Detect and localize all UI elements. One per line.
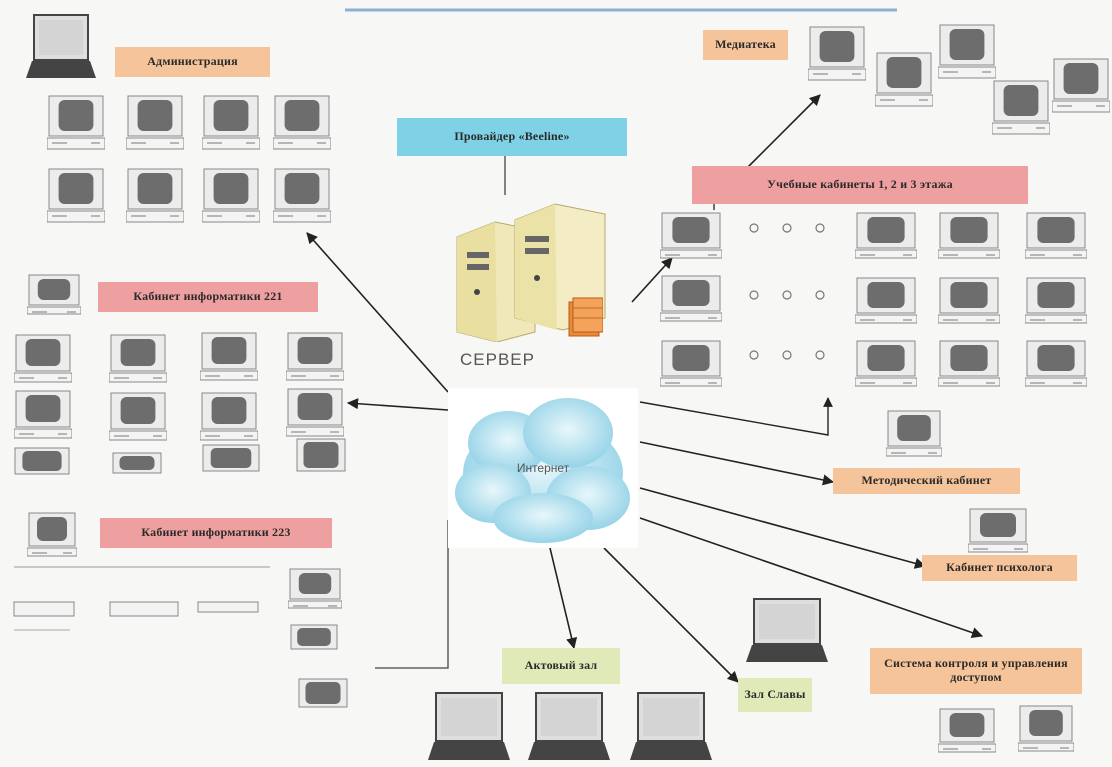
internet-cloud-icon: Интернет <box>455 398 630 543</box>
desktop-computer-icon <box>13 390 73 445</box>
desktop-computer-icon <box>854 340 918 393</box>
internet-label: Интернет <box>517 461 570 475</box>
link-classrooms-media <box>744 94 821 171</box>
desktop-computer-icon <box>199 392 259 447</box>
label-psychologist: Кабинет психолога <box>922 555 1077 581</box>
laptop-icon <box>528 692 610 767</box>
classroom-ellipsis <box>749 223 825 360</box>
informatics-223-devices <box>13 566 270 631</box>
link-internet-hall-glory <box>603 547 739 683</box>
label-hall-glory: Зал Славы <box>738 678 812 712</box>
link-internet-classrooms-right <box>639 397 833 436</box>
desktop-computer-icon <box>937 340 1001 393</box>
desktop-computer-icon <box>874 52 934 113</box>
desktop-computer-icon <box>290 624 338 655</box>
desktop-computer-icon <box>14 447 70 480</box>
desktop-computer-icon <box>287 568 343 615</box>
server-group <box>455 192 630 343</box>
desktop-computer-icon <box>298 678 348 713</box>
desktop-computer-icon <box>201 168 261 229</box>
desktop-computer-icon <box>125 95 185 156</box>
desktop-computer-icon <box>285 388 345 443</box>
desktop-computer-icon <box>991 80 1051 141</box>
server-icon <box>456 203 606 343</box>
desktop-computer-icon <box>26 274 82 321</box>
desktop-computer-icon <box>13 334 73 389</box>
desktop-computer-icon <box>296 438 346 477</box>
desktop-computer-icon <box>854 212 918 265</box>
desktop-computer-icon <box>199 332 259 387</box>
label-informatics-221: Кабинет информатики 221 <box>98 282 318 312</box>
desktop-computer-icon <box>854 277 918 330</box>
label-classrooms: Учебные кабинеты 1, 2 и 3 этажа <box>692 166 1028 204</box>
label-media: Медиатека <box>703 30 788 60</box>
desktop-computer-icon <box>1017 705 1075 758</box>
label-provider: Провайдер «Beeline» <box>397 118 627 156</box>
link-internet-methodical <box>639 441 835 486</box>
desktop-computer-icon <box>937 277 1001 330</box>
desktop-computer-icon <box>659 212 723 265</box>
desktop-computer-icon <box>285 332 345 387</box>
desktop-computer-icon <box>937 708 997 759</box>
desktop-computer-icon <box>46 168 106 229</box>
link-server-classrooms <box>631 257 673 303</box>
desktop-computer-icon <box>46 95 106 156</box>
desktop-computer-icon <box>967 508 1029 559</box>
desktop-computer-icon <box>108 334 168 389</box>
desktop-computer-icon <box>272 95 332 156</box>
desktop-computer-icon <box>125 168 185 229</box>
link-internet-access-control <box>639 517 984 639</box>
desktop-computer-icon <box>26 512 78 563</box>
link-internet-informatics-223 <box>375 520 449 669</box>
desktop-computer-icon <box>202 444 260 477</box>
desktop-computer-icon <box>272 168 332 229</box>
internet-cloud: Интернет <box>448 388 638 548</box>
desktop-computer-icon <box>1051 58 1111 119</box>
label-administration: Администрация <box>115 47 270 77</box>
desktop-computer-icon <box>1024 212 1088 265</box>
label-informatics-223: Кабинет информатики 223 <box>100 518 332 548</box>
label-assembly-hall: Актовый зал <box>502 648 620 684</box>
desktop-computer-icon <box>937 24 997 85</box>
server-label: СЕРВЕР <box>460 350 535 369</box>
desktop-computer-icon <box>659 340 723 393</box>
link-internet-assembly-hall <box>549 547 578 650</box>
laptop-icon <box>746 598 828 669</box>
laptop-icon <box>428 692 510 767</box>
laptop-icon <box>630 692 712 767</box>
desktop-computer-icon <box>937 212 1001 265</box>
firewall-icon <box>568 297 603 337</box>
link-internet-psychologist <box>639 487 927 569</box>
desktop-computer-icon <box>659 275 723 328</box>
desktop-computer-icon <box>108 392 168 447</box>
label-methodical: Методический кабинет <box>833 468 1020 494</box>
laptop-icon <box>26 14 96 85</box>
label-access-control: Система контроля и управления доступом <box>870 648 1082 694</box>
desktop-computer-icon <box>1024 340 1088 393</box>
link-internet-informatics-221 <box>346 398 449 411</box>
link-internet-administration <box>306 232 449 393</box>
desktop-computer-icon <box>112 452 162 479</box>
desktop-computer-icon <box>885 410 943 463</box>
desktop-computer-icon <box>201 95 261 156</box>
desktop-computer-icon <box>1024 277 1088 330</box>
desktop-computer-icon <box>807 26 867 87</box>
